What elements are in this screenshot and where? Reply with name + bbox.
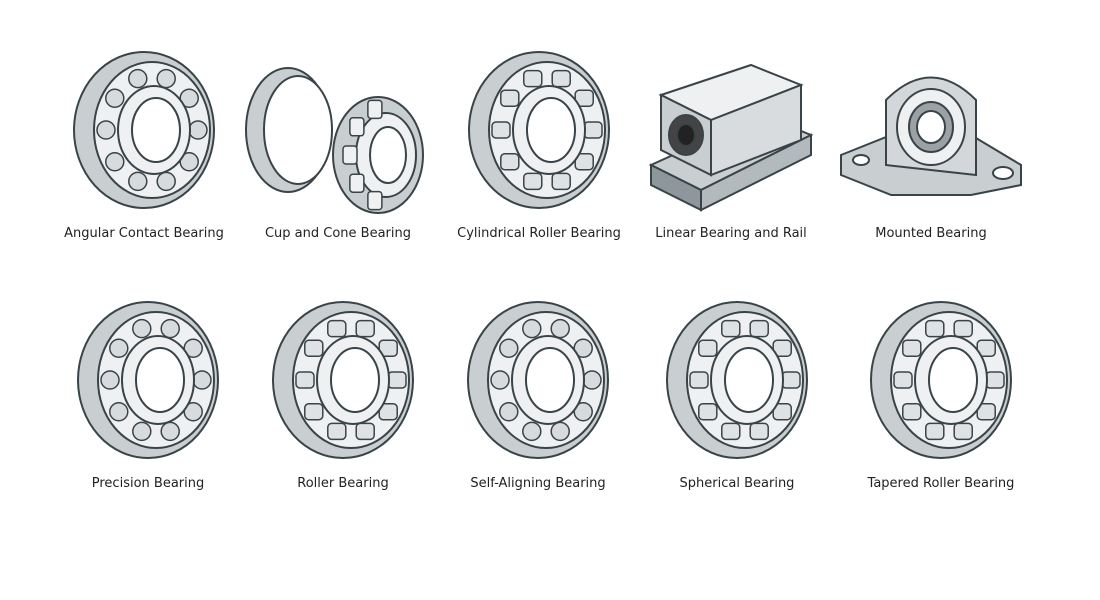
ball-bearing-icon — [73, 51, 215, 209]
bearing-figure: Cylindrical Roller Bearing — [439, 45, 639, 241]
bearing-label: Roller Bearing — [297, 476, 389, 491]
ball-bearing-icon — [467, 301, 609, 459]
cup-cone-icon — [245, 67, 424, 214]
bearing-figure: Mounted Bearing — [831, 45, 1031, 241]
bearing-label: Cup and Cone Bearing — [264, 226, 412, 241]
bearing-figure: Angular Contact Bearing — [44, 45, 244, 241]
pillow-block-icon — [840, 76, 1022, 196]
bearing-label: Angular Contact Bearing — [64, 226, 224, 241]
bearing-label: Mounted Bearing — [875, 226, 987, 241]
bearing-figure: Tapered Roller Bearing — [841, 295, 1041, 491]
bearing-label: Linear Bearing and Rail — [655, 226, 807, 241]
ball-bearing-icon — [77, 301, 219, 459]
bearing-label: Precision Bearing — [91, 476, 205, 491]
roller-bearing-icon — [468, 51, 610, 209]
bearing-figure: Spherical Bearing — [637, 295, 837, 491]
bearing-label: Spherical Bearing — [679, 476, 795, 491]
roller-bearing-icon — [272, 301, 414, 459]
bearing-figure: Roller Bearing — [243, 295, 443, 491]
bearing-figure: Precision Bearing — [48, 295, 248, 491]
bearing-label: Tapered Roller Bearing — [867, 476, 1015, 491]
bearing-figure: Cup and Cone Bearing — [238, 45, 438, 241]
bearing-figure: Self-Aligning Bearing — [438, 295, 638, 491]
bearing-figure: Linear Bearing and Rail — [631, 45, 831, 241]
roller-bearing-icon — [870, 301, 1012, 459]
bearing-label: Self-Aligning Bearing — [470, 476, 606, 491]
roller-bearing-icon — [666, 301, 808, 459]
bearing-label: Cylindrical Roller Bearing — [457, 226, 621, 241]
linear-block-icon — [648, 63, 814, 212]
